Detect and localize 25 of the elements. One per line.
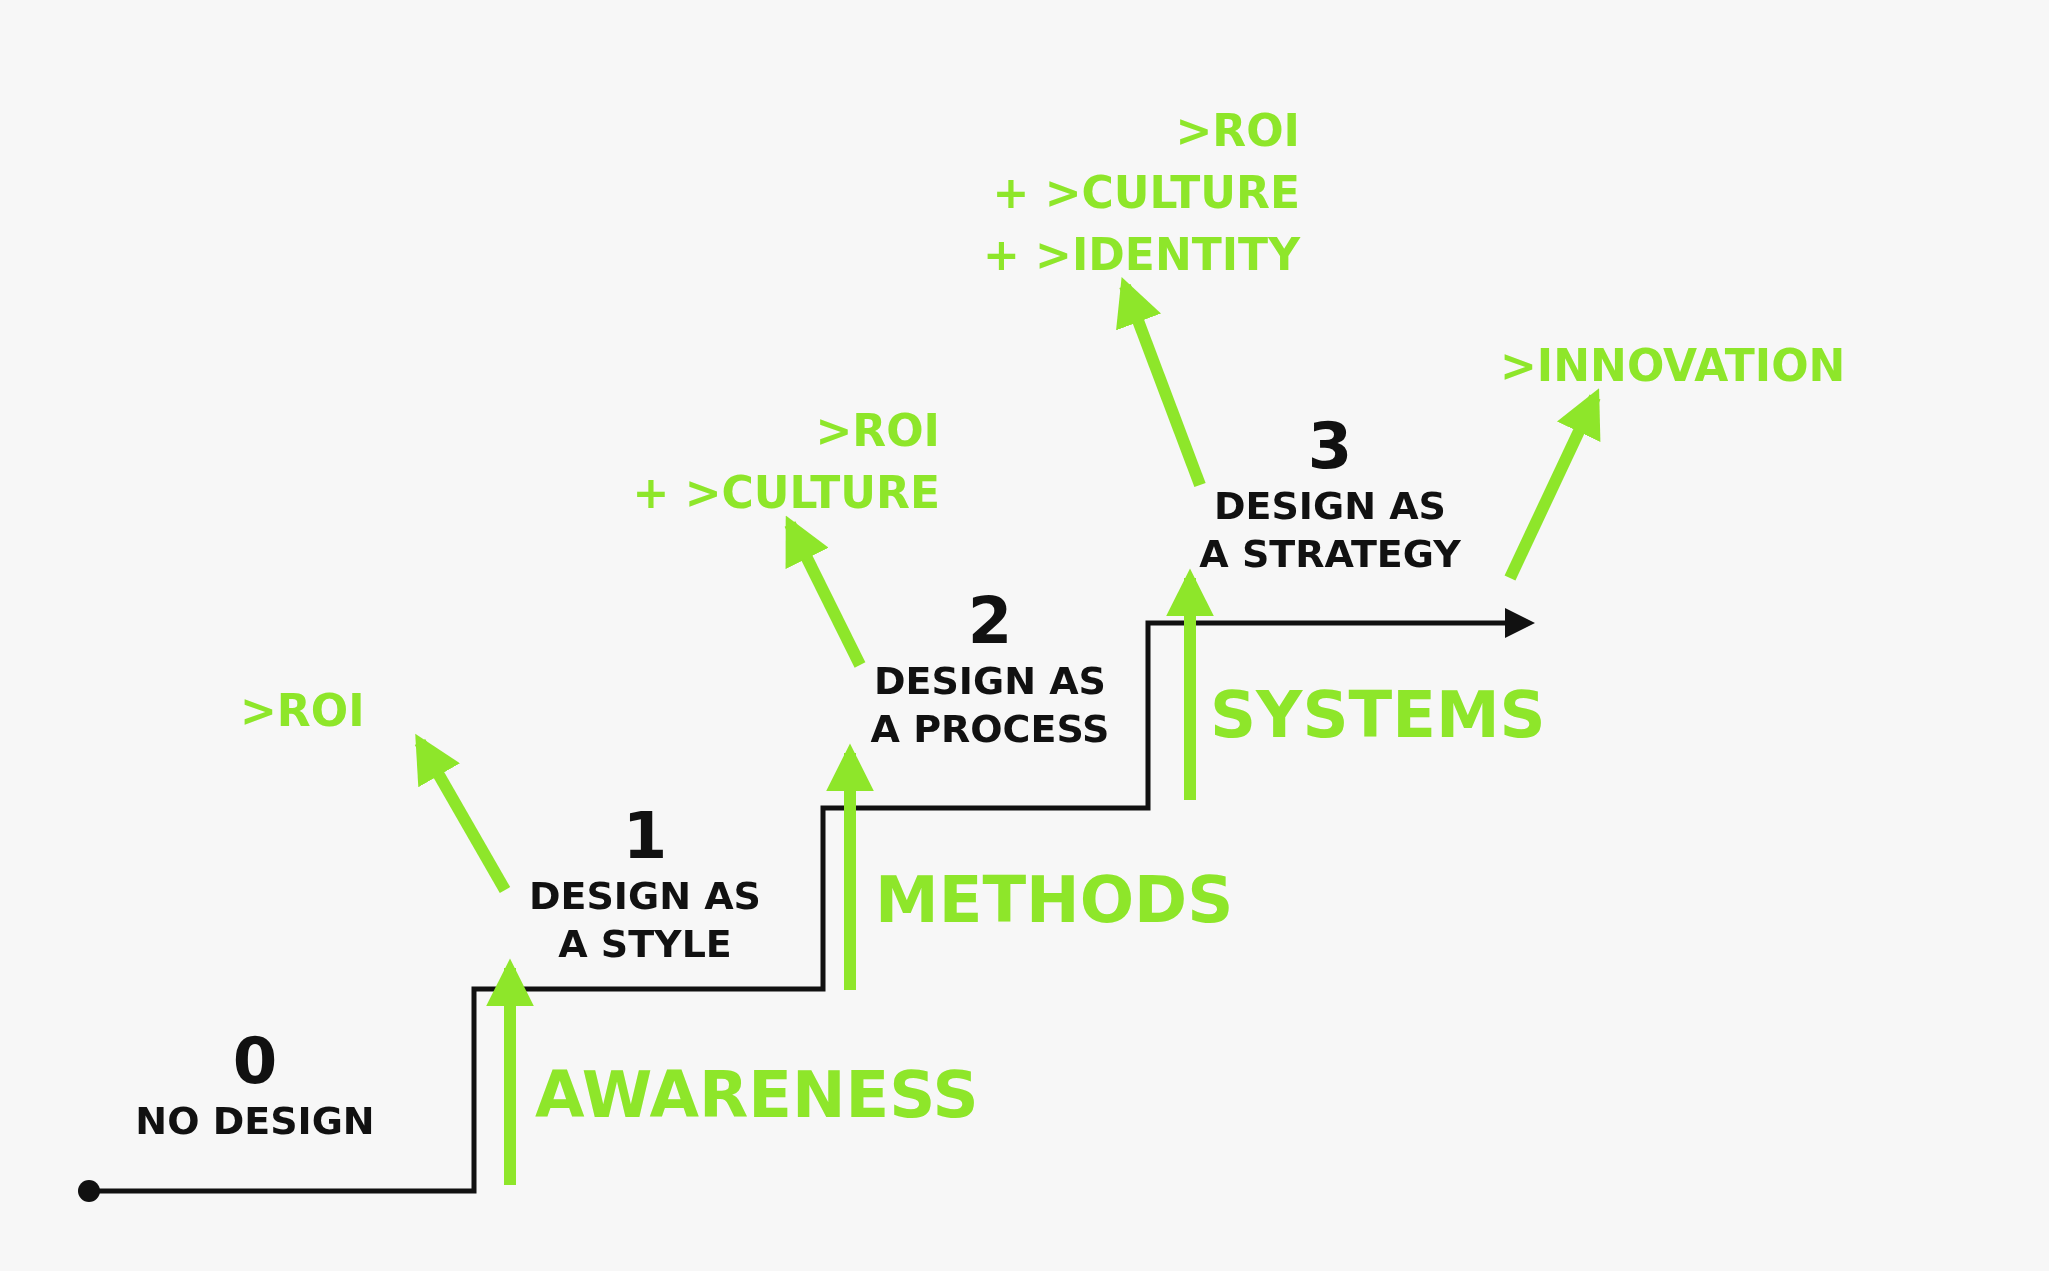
edge-label: AWARENESS (535, 1060, 979, 1130)
arrow (486, 958, 534, 1185)
outcome-label: >ROI (240, 684, 366, 738)
arrow (784, 515, 866, 668)
step-number: 0 (231, 1025, 279, 1097)
outcome-label: + >IDENTITY (981, 228, 1300, 282)
arrow (1504, 388, 1601, 581)
arrow (414, 733, 511, 893)
step-number: 2 (966, 585, 1014, 657)
step-label: DESIGN AS A STYLE (528, 873, 762, 968)
step-label: DESIGN AS A STRATEGY (1198, 483, 1462, 578)
step-number: 3 (1306, 410, 1354, 482)
outcome-label: + >CULTURE (631, 466, 940, 520)
outcome-label: >INNOVATION (1500, 339, 1847, 393)
outcome-label: >ROI (1174, 104, 1300, 158)
step-label: DESIGN AS A PROCESS (869, 658, 1111, 753)
step-number: 1 (621, 800, 669, 872)
outcome-label: + >CULTURE (991, 166, 1300, 220)
outcome-label: >ROI (814, 404, 940, 458)
edge-label: METHODS (875, 865, 1234, 935)
arrow (826, 743, 874, 990)
arrow (1166, 568, 1214, 800)
edge-label: SYSTEMS (1210, 680, 1546, 750)
step-label: NO DESIGN (134, 1098, 376, 1145)
arrow (1116, 277, 1206, 488)
